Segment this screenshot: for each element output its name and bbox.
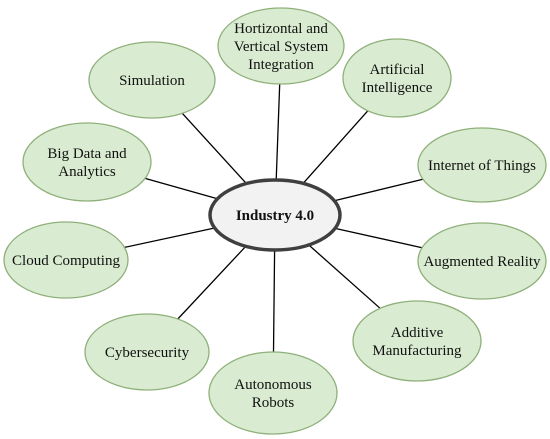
node-label-line: Intelligence (362, 80, 433, 96)
node-label-line: Artificial (370, 62, 425, 78)
node-label-line: Manufacturing (372, 343, 462, 359)
node-shape-augmented-reality (417, 222, 547, 300)
node-internet-of-things: Internet of Things (417, 127, 547, 203)
node-cloud-computing: Cloud Computing (3, 221, 129, 299)
connector-simulation (181, 112, 247, 185)
center-node-shape (208, 178, 342, 252)
node-shape-big-data-analytics (22, 122, 152, 202)
center-node-label: Industry 4.0 (236, 208, 314, 224)
node-augmented-reality: Augmented Reality (417, 222, 547, 300)
node-shape-cloud-computing (3, 221, 129, 299)
node-shape-cybersecurity (84, 313, 210, 391)
node-label-line: Cybersecurity (105, 345, 190, 361)
connector-additive-manufacturing (308, 244, 381, 309)
node-shape-simulation (88, 41, 216, 119)
node-label-simulation: Simulation (119, 73, 185, 89)
node-label-cloud-computing: Cloud Computing (12, 253, 120, 269)
node-label-line: Internet of Things (428, 158, 536, 174)
node-cybersecurity: Cybersecurity (84, 313, 210, 391)
node-label-line: Robots (252, 395, 295, 411)
node-label-line: Big Data and (47, 146, 127, 162)
node-shape-autonomous-robots (208, 351, 338, 435)
connectors (124, 83, 424, 353)
node-label-line: Cloud Computing (12, 253, 120, 269)
node-simulation: Simulation (88, 41, 216, 119)
connector-augmented-reality (334, 227, 423, 249)
node-label-augmented-reality: Augmented Reality (423, 254, 541, 270)
connector-big-data-analytics (144, 177, 218, 200)
node-label-line: Augmented Reality (423, 254, 541, 270)
node-shape-additive-manufacturing (352, 300, 482, 382)
connector-cybersecurity (177, 245, 247, 320)
connector-internet-of-things (334, 178, 424, 202)
connector-horizontal-vertical-integration (275, 83, 281, 181)
node-label-internet-of-things: Internet of Things (428, 158, 536, 174)
node-shape-horizontal-vertical-integration (217, 7, 345, 85)
node-label-line: Vertical System (234, 39, 329, 55)
node-shape-artificial-intelligence (342, 38, 452, 118)
node-label-cybersecurity: Cybersecurity (105, 345, 190, 361)
connector-cloud-computing (124, 227, 215, 249)
node-label-line: Simulation (119, 73, 185, 89)
center-node: Industry 4.0 (208, 178, 342, 252)
node-shape-internet-of-things (417, 127, 547, 203)
connector-autonomous-robots (272, 249, 276, 353)
node-label-line: Additive (391, 325, 444, 341)
node-label-line: Integration (248, 57, 314, 73)
node-label-line: Analytics (58, 164, 116, 180)
node-label-line: Hortizontal and (234, 21, 328, 37)
connector-artificial-intelligence (302, 110, 369, 184)
node-label-line: Autonomous (234, 377, 312, 393)
